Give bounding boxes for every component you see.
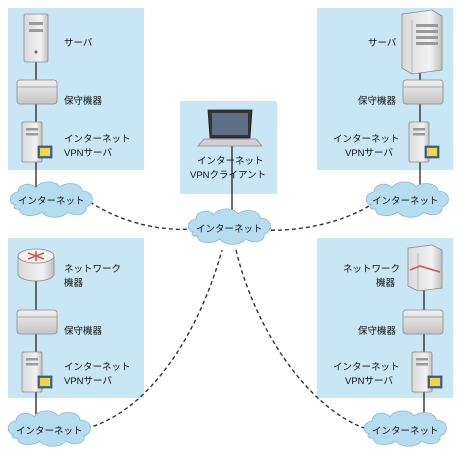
vpn-server-icon bbox=[408, 121, 440, 163]
link-bottom-right bbox=[235, 249, 371, 431]
vpn-label-line1: インターネット bbox=[64, 134, 131, 145]
maintenance-label: 保守機器 bbox=[64, 325, 103, 337]
vpn-label-line2: VPNサーバ bbox=[345, 148, 393, 159]
vpn-label-line1: インターネット bbox=[333, 134, 400, 145]
vpn-label-line2: VPNサーバ bbox=[64, 376, 112, 387]
cloud-label: インターネット bbox=[372, 426, 439, 437]
link-bottom-left bbox=[79, 249, 223, 431]
client-label-line2: VPNクライアント bbox=[190, 170, 266, 181]
vpn-label-line2: VPNサーバ bbox=[345, 376, 393, 387]
vpn-label-line1: インターネット bbox=[333, 362, 400, 373]
cloud-icon bbox=[7, 410, 91, 447]
cloud-label: インターネット bbox=[16, 426, 83, 437]
cloud-icon bbox=[187, 208, 271, 245]
tower-server-icon bbox=[407, 244, 443, 292]
device-label-line2: 機器 bbox=[376, 277, 396, 289]
cloud-label: インターネット bbox=[18, 196, 85, 207]
maintenance-device-icon bbox=[16, 309, 58, 335]
device-label: サーバ bbox=[368, 38, 397, 49]
vpn-server-icon bbox=[21, 121, 53, 163]
device-label-line1: ネットワーク bbox=[64, 264, 121, 275]
maintenance-device-icon bbox=[16, 79, 58, 105]
vpn-label-line2: VPNサーバ bbox=[64, 148, 112, 159]
laptop-icon bbox=[197, 109, 263, 147]
maintenance-label: 保守機器 bbox=[64, 95, 103, 107]
client-label-line1: インターネット bbox=[197, 156, 264, 167]
maintenance-label: 保守機器 bbox=[358, 325, 397, 337]
tower-server-icon bbox=[401, 9, 443, 75]
cloud-icon bbox=[9, 181, 93, 218]
device-label: サーバ bbox=[64, 38, 93, 49]
link-top-left bbox=[89, 201, 201, 231]
vpn-server-icon bbox=[411, 351, 443, 393]
cloud-label: インターネット bbox=[372, 196, 439, 207]
link-top-right bbox=[263, 203, 373, 231]
device-label-line2: 機器 bbox=[64, 277, 84, 289]
router-icon bbox=[17, 248, 55, 282]
server-icon bbox=[23, 13, 49, 63]
cloud-icon bbox=[363, 410, 447, 447]
vpn-server-icon bbox=[21, 351, 53, 393]
maintenance-label: 保守機器 bbox=[358, 95, 397, 107]
cloud-icon bbox=[365, 181, 449, 218]
maintenance-device-icon bbox=[402, 79, 444, 105]
device-label-line1: ネットワーク bbox=[343, 264, 400, 275]
maintenance-device-icon bbox=[402, 309, 444, 335]
cloud-label: インターネット bbox=[196, 224, 263, 235]
vpn-label-line1: インターネット bbox=[64, 362, 131, 373]
